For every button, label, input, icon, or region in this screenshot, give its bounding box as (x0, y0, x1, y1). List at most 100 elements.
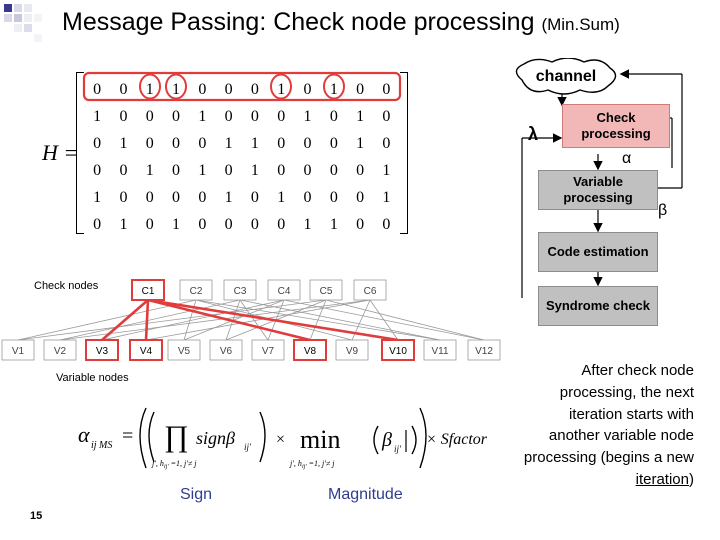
channel-cloud-icon (515, 58, 617, 95)
matrix-cell: 1 (145, 80, 154, 98)
matrix-cell: 1 (198, 107, 207, 125)
matrix-cell: 0 (224, 107, 233, 125)
formula-min: min (300, 425, 340, 454)
matrix-right-bracket (400, 72, 408, 234)
matrix-cell: 0 (356, 161, 365, 179)
matrix-cell: 1 (224, 188, 233, 206)
matrix-cell: 0 (356, 80, 365, 98)
matrix-cell: 0 (172, 107, 181, 125)
matrix-cell: 0 (119, 107, 128, 125)
side-text-end: ) (689, 470, 694, 488)
svg-text:V8: V8 (304, 346, 317, 357)
matrix-cell: 0 (93, 161, 102, 179)
matrix-cell: 0 (145, 215, 154, 233)
matrix-cell: 1 (277, 188, 286, 206)
matrix-cell: 1 (382, 161, 391, 179)
formula-beta: β (381, 429, 392, 451)
matrix-cell: 0 (329, 161, 338, 179)
matrix-cell: 0 (172, 134, 181, 152)
title-bullet-icon (4, 4, 42, 42)
svg-text:V1: V1 (12, 346, 25, 357)
svg-text:V9: V9 (346, 346, 359, 357)
matrix-cell: 0 (119, 188, 128, 206)
svg-text:C1: C1 (142, 286, 155, 297)
check-node: C5 (309, 279, 343, 301)
matrix-cell: 0 (303, 161, 312, 179)
svg-text:V12: V12 (475, 346, 493, 357)
check-node: C1 (131, 279, 165, 301)
matrix-cell: 0 (277, 161, 286, 179)
matrix-cell: 0 (303, 80, 312, 98)
matrix-cell: 0 (303, 134, 312, 152)
matrix-cell: 1 (277, 80, 286, 98)
check-nodes-label: Check nodes (34, 280, 99, 292)
graph-edge (239, 299, 269, 341)
title-main: Message Passing: Check node processing (62, 8, 542, 36)
formula-min-sub: j', hij' =1, j'≠ j (289, 459, 335, 470)
formula-sign-sub: ij' (244, 442, 252, 452)
variable-node: V3 (85, 339, 119, 361)
graph-edge (145, 299, 371, 341)
magnitude-label: Magnitude (328, 486, 403, 503)
c1-edge (147, 298, 399, 342)
matrix-cell: 0 (93, 80, 102, 98)
title-suffix: (Min.Sum) (541, 15, 620, 34)
variable-node: V6 (209, 339, 243, 361)
check-node: C4 (267, 279, 301, 301)
formula-sfactor: × Sfactor (426, 431, 488, 448)
channel-node: channel (535, 68, 597, 85)
page-number: 15 (30, 510, 43, 522)
decoding-flow-diagram: channel Check processing Variable proces… (502, 58, 712, 338)
matrix-cell: 0 (250, 107, 259, 125)
svg-text:V10: V10 (389, 346, 407, 357)
code-estimation-box: Code estimation (538, 232, 658, 272)
variable-node: V10 (381, 339, 415, 361)
graph-edge (369, 299, 399, 341)
matrix-cell: 0 (172, 188, 181, 206)
svg-text:=: = (122, 425, 133, 447)
matrix-cell: 0 (329, 134, 338, 152)
svg-text:V4: V4 (140, 346, 153, 357)
matrix-cell: 0 (329, 107, 338, 125)
matrix-cell: 0 (93, 134, 102, 152)
matrix-cell: 0 (356, 215, 365, 233)
check-node: C6 (353, 279, 387, 301)
svg-text:C2: C2 (190, 286, 203, 297)
matrix-cell: 1 (93, 188, 102, 206)
matrix-cell: 1 (119, 215, 128, 233)
sign-label: Sign (180, 486, 213, 503)
matrix-cell: 0 (145, 107, 154, 125)
formula-times: × (276, 431, 285, 448)
svg-text:C4: C4 (278, 286, 291, 297)
matrix-cell: 0 (224, 80, 233, 98)
matrix-cell: 1 (356, 107, 365, 125)
graph-edge (309, 299, 327, 341)
variable-node: V11 (423, 339, 457, 361)
c1-edge (101, 299, 149, 341)
matrix-cell: 0 (198, 134, 207, 152)
formula-prod-sub: j', hij' =1, j'≠ j (151, 459, 197, 470)
matrix-cell: 0 (277, 134, 286, 152)
alpha-symbol: α (622, 150, 632, 167)
graph-edge (325, 299, 485, 341)
check-processing-box: Check processing (562, 104, 670, 148)
matrix-cell: 0 (172, 161, 181, 179)
svg-text:C3: C3 (234, 286, 247, 297)
formula-alpha: α (78, 422, 90, 447)
svg-text:C6: C6 (364, 286, 377, 297)
matrix-cell: 1 (303, 215, 312, 233)
matrix-cell: 0 (198, 215, 207, 233)
matrix-cell: 0 (250, 188, 259, 206)
svg-text:V5: V5 (178, 346, 191, 357)
svg-text:V3: V3 (96, 346, 109, 357)
formula-alpha-sub: ij MS (91, 440, 112, 451)
variable-processing-box: Variable processing (538, 170, 658, 210)
svg-text:C5: C5 (320, 286, 333, 297)
svg-text:V2: V2 (54, 346, 67, 357)
beta-symbol: β (658, 202, 668, 219)
matrix-cell: 0 (119, 161, 128, 179)
